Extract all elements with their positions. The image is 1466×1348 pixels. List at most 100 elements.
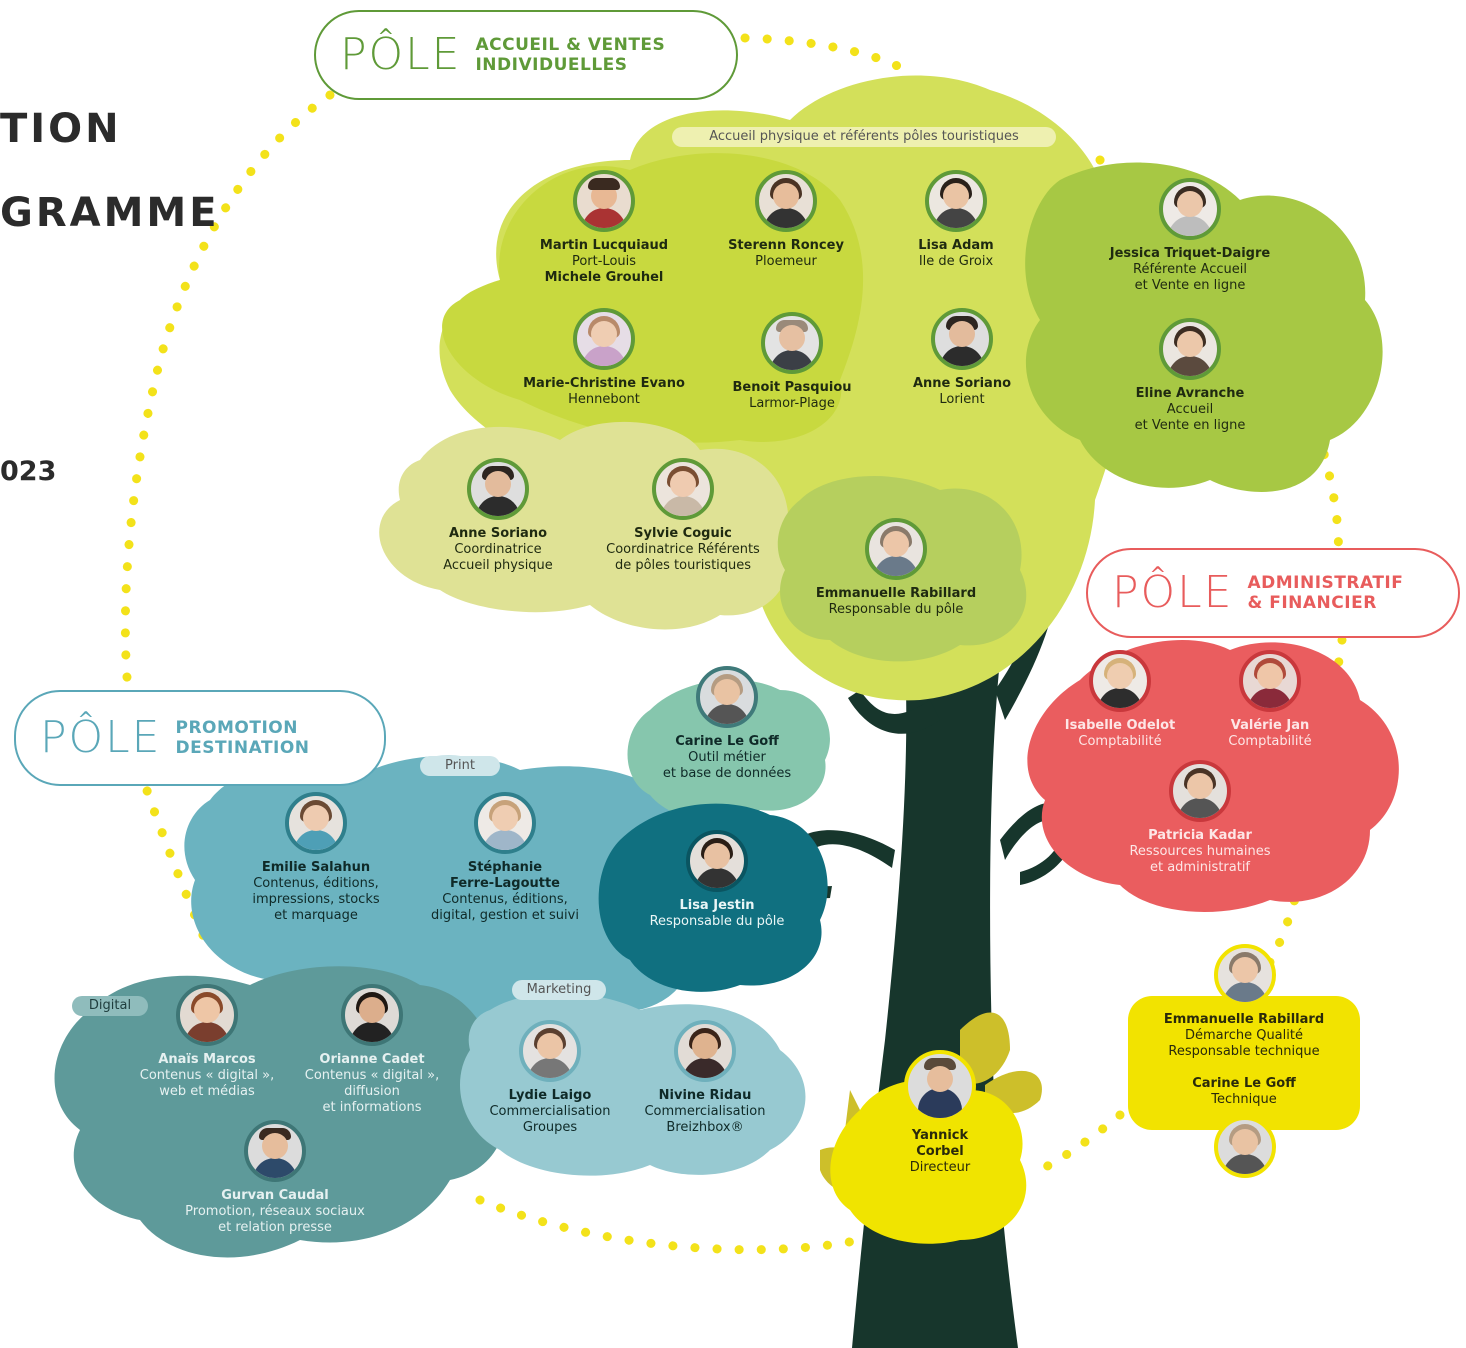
- person-emilie-salahun: Emilie Salahun Contenus, éditions, impre…: [236, 792, 396, 924]
- tag-print: Print: [420, 756, 500, 776]
- promotion-crown: [54, 679, 830, 1258]
- person-role: Contenus « digital », diffusion et infor…: [304, 1068, 440, 1115]
- avatar: [573, 308, 635, 370]
- person-anne-soriano-lorient: Anne Soriano Lorient: [892, 308, 1032, 408]
- title-line-1: TION: [0, 106, 122, 152]
- person-orianne-cadet: Orianne Cadet Contenus « digital », diff…: [292, 984, 452, 1116]
- pole-admin-badge: PÔLE ADMINISTRATIF & FINANCIER: [1086, 548, 1460, 638]
- quality-name-2: Carine Le Goff: [1192, 1076, 1296, 1091]
- pole-admin-word: PÔLE: [1112, 567, 1234, 618]
- person-valerie-jan: Valérie Jan Comptabilité: [1205, 650, 1335, 750]
- person-lisa-jestin: Lisa Jestin Responsable du pôle: [632, 830, 802, 930]
- quality-avatar-bottom: [1214, 1116, 1276, 1178]
- pole-promotion-word: PÔLE: [40, 712, 162, 763]
- person-carine-le-goff-outil: Carine Le Goff Outil métier et base de d…: [642, 666, 812, 782]
- avatar: [696, 666, 758, 728]
- person-name: Yannick Corbel: [911, 1128, 969, 1159]
- person-name: Marie-Christine Evano: [523, 376, 685, 391]
- person-name: Anaïs Marcos: [158, 1052, 256, 1067]
- person-role: Accueil et Vente en ligne: [1134, 402, 1246, 433]
- person-role: Comptabilité: [1228, 734, 1312, 749]
- person-name: Isabelle Odelot: [1064, 718, 1176, 733]
- person-name: Gurvan Caudal: [221, 1188, 329, 1203]
- quality-role-1: Démarche Qualité Responsable technique: [1168, 1028, 1320, 1059]
- person-role: Ploemeur: [755, 254, 817, 269]
- avatar: [674, 1020, 736, 1082]
- person-name: Stéphanie Ferre-Lagoutte: [450, 860, 560, 891]
- avatar: [1089, 650, 1151, 712]
- avatar: [865, 518, 927, 580]
- person-isabelle-odelot: Isabelle Odelot Comptabilité: [1045, 650, 1195, 750]
- person-lydie-laigo: Lydie Laigo Commercialisation Groupes: [475, 1020, 625, 1136]
- person-jessica-triquet-daigre: Jessica Triquet-Daigre Référente Accueil…: [1090, 178, 1290, 294]
- avatar: [761, 312, 823, 374]
- quality-name-1: Emmanuelle Rabillard: [1163, 1012, 1325, 1027]
- title-year: 023: [0, 456, 57, 487]
- person-role: Commercialisation Groupes: [489, 1104, 611, 1135]
- person-name: Martin Lucquiaud: [539, 238, 669, 253]
- pole-admin-line1: ADMINISTRATIF: [1247, 573, 1404, 593]
- person-eline-avranche: Eline Avranche Accueil et Vente en ligne: [1100, 318, 1280, 434]
- avatar: [755, 170, 817, 232]
- person-name: Lisa Adam: [918, 238, 994, 253]
- avatar: [1159, 318, 1221, 380]
- quality-role-2: Technique: [1211, 1092, 1277, 1107]
- person-role: Directeur: [909, 1160, 971, 1175]
- person-nivine-ridau: Nivine Ridau Commercialisation Breizhbox…: [630, 1020, 780, 1136]
- avatar: [341, 984, 403, 1046]
- person-benoit-pasquiou: Benoit Pasquiou Larmor-Plage: [712, 312, 872, 412]
- person-name: Jessica Triquet-Daigre: [1109, 246, 1271, 261]
- tag-marketing: Marketing: [512, 980, 606, 1000]
- pole-accueil-badge: PÔLE ACCUEIL & VENTES INDIVIDUELLES: [314, 10, 738, 100]
- quality-box: [1128, 996, 1360, 1130]
- pole-accueil-line2: INDIVIDUELLES: [475, 55, 628, 75]
- person-name: Sylvie Coguic: [634, 526, 732, 541]
- person-yannick-corbel: Yannick Corbel Directeur: [870, 1050, 1010, 1176]
- pole-accueil-line1: ACCUEIL & VENTES: [475, 35, 666, 55]
- person-name: Anne Soriano: [448, 526, 548, 541]
- person-role: Ile de Groix: [918, 254, 994, 269]
- pole-accueil-name: ACCUEIL & VENTES INDIVIDUELLES: [475, 35, 665, 75]
- person-role: Promotion, réseaux sociaux et relation p…: [185, 1204, 365, 1235]
- person-role: Coordinatrice Accueil physique: [443, 542, 553, 573]
- person-name: Lydie Laigo: [508, 1088, 592, 1103]
- quality-avatar-top: [1214, 944, 1276, 1006]
- person-role: Comptabilité: [1078, 734, 1162, 749]
- person-role: Responsable du pôle: [828, 602, 964, 617]
- person-anais-marcos: Anaïs Marcos Contenus « digital », web e…: [127, 984, 287, 1100]
- tag-digital: Digital: [72, 996, 148, 1016]
- avatar: [686, 830, 748, 892]
- person-name: Emilie Salahun: [261, 860, 371, 875]
- person-role: Port-Louis: [571, 254, 637, 269]
- tag-accueil-physique: Accueil physique et référents pôles tour…: [672, 127, 1056, 147]
- person-name-second: Michele Grouhel: [544, 270, 664, 285]
- quality-block: Emmanuelle Rabillard Démarche Qualité Re…: [1134, 1012, 1354, 1108]
- avatar: [176, 984, 238, 1046]
- person-role: Lorient: [939, 392, 985, 407]
- avatar: [1169, 760, 1231, 822]
- person-role: Ressources humaines et administratif: [1129, 844, 1271, 875]
- person-role: Outil métier et base de données: [662, 750, 792, 781]
- person-name: Carine Le Goff: [675, 734, 779, 749]
- person-role: Commercialisation Breizhbox®: [644, 1104, 766, 1135]
- person-name: Orianne Cadet: [319, 1052, 425, 1067]
- person-anne-soriano-coordinatrice: Anne Soriano Coordinatrice Accueil physi…: [423, 458, 573, 574]
- director-crown: [820, 1012, 1042, 1244]
- person-name: Emmanuelle Rabillard: [815, 586, 977, 601]
- avatar: [285, 792, 347, 854]
- avatar: [519, 1020, 581, 1082]
- pole-accueil-word: PÔLE: [340, 29, 462, 80]
- avatar: [573, 170, 635, 232]
- person-name: Patricia Kadar: [1148, 828, 1252, 843]
- person-name: Valérie Jan: [1230, 718, 1310, 733]
- person-name: Eline Avranche: [1135, 386, 1245, 401]
- person-role: Responsable du pôle: [649, 914, 785, 929]
- person-stephanie-ferre-lagoutte: Stéphanie Ferre-Lagoutte Contenus, éditi…: [415, 792, 595, 924]
- person-role: Contenus, éditions, digital, gestion et …: [431, 892, 579, 923]
- person-sylvie-coguic: Sylvie Coguic Coordinatrice Référents de…: [588, 458, 778, 574]
- person-name: Nivine Ridau: [658, 1088, 752, 1103]
- pole-admin-line2: & FINANCIER: [1247, 593, 1377, 613]
- person-role: Référente Accueil et Vente en ligne: [1133, 262, 1247, 293]
- person-patricia-kadar: Patricia Kadar Ressources humaines et ad…: [1110, 760, 1290, 876]
- person-role: Contenus « digital », web et médias: [139, 1068, 275, 1099]
